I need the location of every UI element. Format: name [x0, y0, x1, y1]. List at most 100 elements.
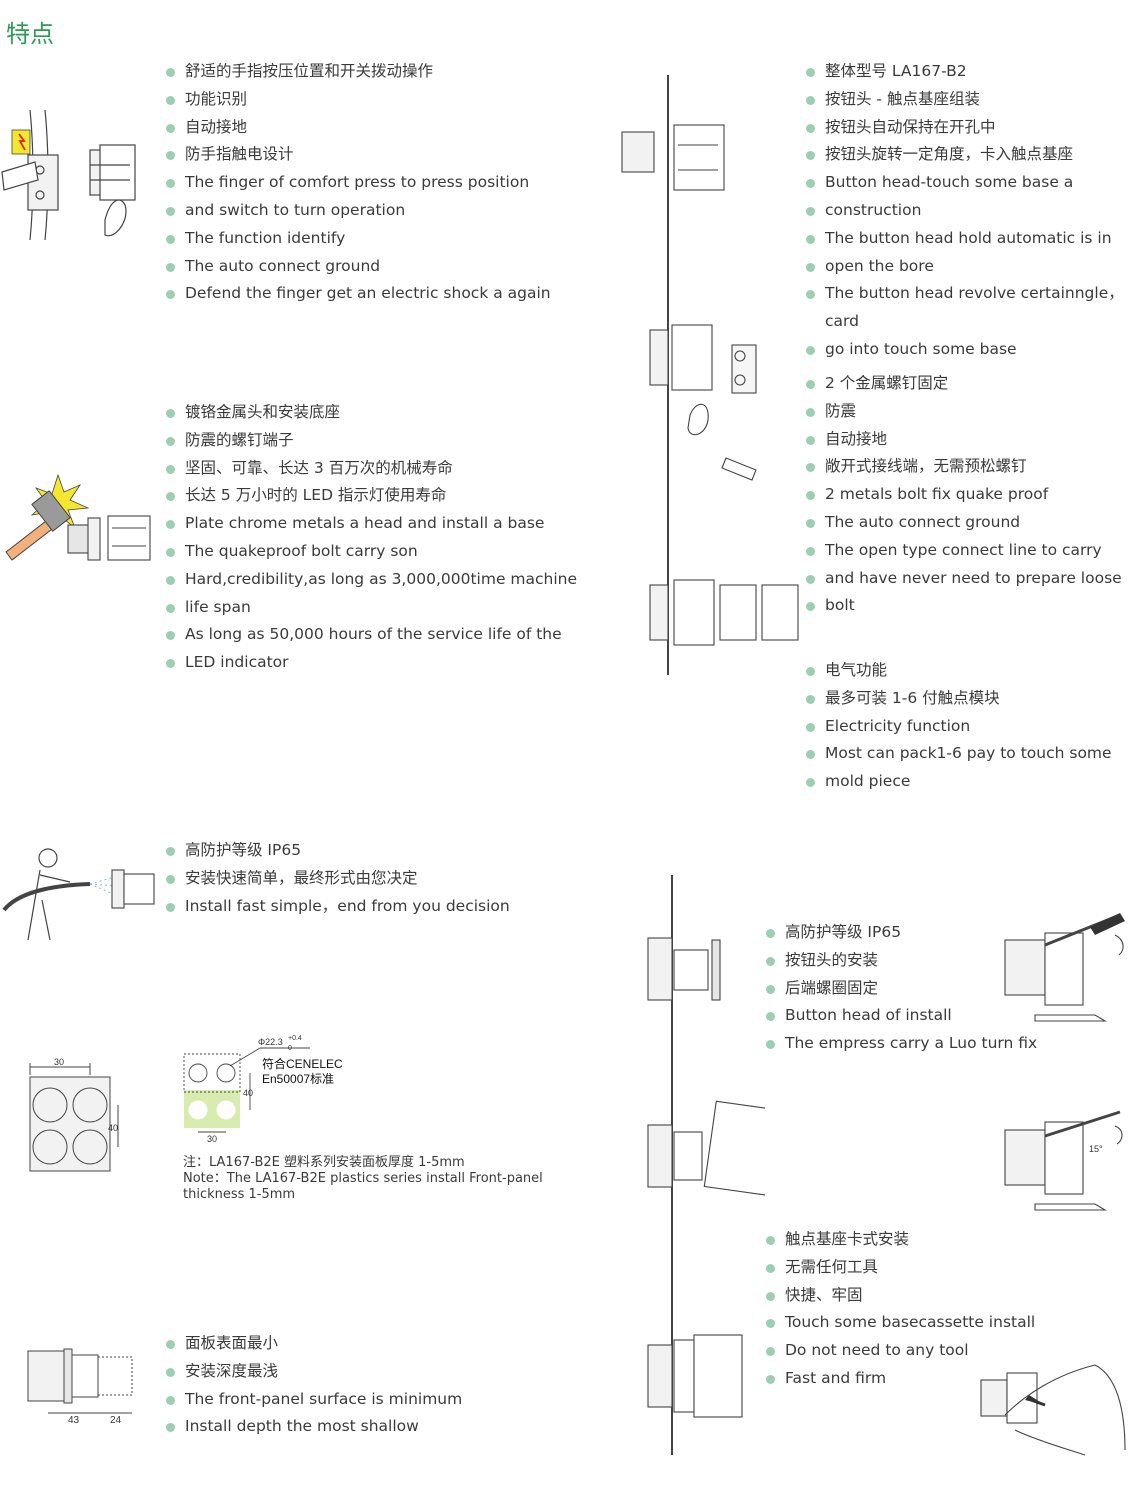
- dimension-label: 30: [207, 1134, 217, 1144]
- list-item: Most can pack1-6 pay to touch some: [805, 740, 1112, 768]
- dimension-label: +0.4: [288, 1035, 302, 1042]
- depth-side-drawing: 43 24: [27, 1348, 133, 1425]
- list-item: Do not need to any tool: [765, 1337, 1035, 1365]
- list-item: The quakeproof bolt carry son: [165, 538, 577, 566]
- dimension-label: 40: [108, 1123, 118, 1133]
- list-item: The open type connect line to carry: [805, 537, 1122, 565]
- list-item: The button head revolve certainngle，card: [805, 280, 1140, 336]
- list-item: 整体型号 LA167-B2: [805, 58, 1140, 86]
- water-spray-illustration: [2, 848, 155, 941]
- list-item: construction: [805, 197, 1140, 225]
- screwdriver-icon: [1090, 913, 1125, 935]
- dimension-label: 24: [110, 1415, 122, 1425]
- list-item: The function identify: [165, 225, 551, 253]
- list-item: 后端螺圈固定: [765, 975, 1037, 1003]
- list-item: LED indicator: [165, 649, 577, 677]
- rotate-install-illustration: 15°: [1004, 1110, 1123, 1211]
- list-item: Button head of install: [765, 1002, 1037, 1030]
- list-item: go into touch some base: [805, 336, 1140, 364]
- list-item: 电气功能: [805, 657, 1112, 685]
- dimension-label: Φ22.3: [258, 1037, 283, 1047]
- list-item: 2 metals bolt fix quake proof: [805, 481, 1122, 509]
- list-item: 无需任何工具: [765, 1254, 1035, 1282]
- list-item: Install fast simple，end from you decisio…: [165, 893, 510, 921]
- list-item: Button head-touch some base a: [805, 169, 1140, 197]
- list-item: 高防护等级 IP65: [165, 837, 510, 865]
- list-item: 按钮头旋转一定角度，卡入触点基座: [805, 141, 1140, 169]
- hammer-impact-illustration: [5, 473, 151, 561]
- list-item: 防震的螺钉端子: [165, 427, 577, 455]
- list-item: 按钮头 - 触点基座组装: [805, 86, 1140, 114]
- list-item: 安装快速简单，最终形式由您决定: [165, 865, 510, 893]
- list-item: 防手指触电设计: [165, 141, 551, 169]
- list-item: Install depth the most shallow: [165, 1413, 462, 1441]
- list-item: As long as 50,000 hours of the service l…: [165, 621, 577, 649]
- page-title: 特点: [6, 20, 54, 48]
- list-item: Defend the finger get an electric shock …: [165, 280, 551, 308]
- panel-cutout-drawing: Φ22.3 +0.4 0 符合CENELEC En50007标准 40 30: [183, 1035, 343, 1144]
- list-item: 安装深度最浅: [165, 1358, 462, 1386]
- list-item: life span: [165, 594, 577, 622]
- standard-label: 符合CENELEC: [262, 1056, 343, 1071]
- list-item: 坚固、可靠、长达 3 百万次的机械寿命: [165, 455, 577, 483]
- list-item: 2 个金属螺钉固定: [805, 370, 1122, 398]
- install-note: 注：LA167-B2E 塑料系列安装面板厚度 1-5mm Note：The LA…: [183, 1155, 583, 1203]
- list-item: Electricity function: [805, 713, 1112, 741]
- list-item: The auto connect ground: [165, 253, 551, 281]
- list-item: 功能识别: [165, 86, 551, 114]
- hand-install-illustration: [980, 1364, 1126, 1456]
- list-item: The auto connect ground: [805, 509, 1122, 537]
- angle-label: 15°: [1089, 1144, 1103, 1154]
- dimension-label: 40: [243, 1088, 253, 1098]
- list-item: mold piece: [805, 768, 1112, 796]
- list-item: open the bore: [805, 253, 1140, 281]
- list-item: 最多可装 1-6 付触点模块: [805, 685, 1112, 713]
- list-item: Plate chrome metals a head and install a…: [165, 510, 577, 538]
- warning-icon: [11, 129, 31, 155]
- list-item: 舒适的手指按压位置和开关拨动操作: [165, 58, 551, 86]
- note-en-1: Note：The LA167-B2E plastics series insta…: [183, 1171, 543, 1186]
- list-item: Touch some basecassette install: [765, 1309, 1035, 1337]
- assembly-diagram: [621, 75, 799, 675]
- list-item: 镀铬金属头和安装底座: [165, 399, 577, 427]
- list-item: The button head hold automatic is in: [805, 225, 1140, 253]
- finger-safe-illustration: [1, 110, 136, 241]
- list-item: 自动接地: [165, 114, 551, 142]
- list-item: Hard,credibility,as long as 3,000,000tim…: [165, 566, 577, 594]
- list-item: 敞开式接线端，无需预松螺钉: [805, 453, 1122, 481]
- list-item: 防震: [805, 398, 1122, 426]
- list-item: 快捷、牢固: [765, 1282, 1035, 1310]
- note-en-2: thickness 1-5mm: [183, 1187, 296, 1202]
- note-cn: 注：LA167-B2E 塑料系列安装面板厚度 1-5mm: [183, 1155, 465, 1170]
- list-item: Fast and firm: [765, 1365, 1035, 1393]
- list-item: 按钮头的安装: [765, 947, 1037, 975]
- list-item: 长达 5 万小时的 LED 指示灯使用寿命: [165, 482, 577, 510]
- dimension-label: 0: [288, 1045, 292, 1052]
- list-metal-head: 镀铬金属头和安装底座防震的螺钉端子坚固、可靠、长达 3 百万次的机械寿命长达 5…: [165, 399, 577, 677]
- list-item: bolt: [805, 592, 1122, 620]
- list-item: and switch to turn operation: [165, 197, 551, 225]
- hammer-icon: [5, 490, 71, 561]
- list-item: 触点基座卡式安装: [765, 1226, 1035, 1254]
- list-item: 自动接地: [805, 426, 1122, 454]
- front-dimension-drawing: 30 40: [29, 1057, 119, 1172]
- dimension-label: 30: [54, 1057, 64, 1067]
- list-item: The front-panel surface is minimum: [165, 1386, 462, 1414]
- list-item: The empress carry a Luo turn fix: [765, 1030, 1037, 1058]
- list-item: 按钮头自动保持在开孔中: [805, 114, 1140, 142]
- standard-label: En50007标准: [262, 1072, 334, 1086]
- installation-diagram: [647, 875, 765, 1455]
- list-item: The finger of comfort press to press pos…: [165, 169, 551, 197]
- screwdriver-install-illustration: [1004, 913, 1125, 1022]
- push-arrow-icon: [1025, 1395, 1046, 1407]
- list-item: and have never need to prepare loose: [805, 565, 1122, 593]
- list-item: 面板表面最小: [165, 1330, 462, 1358]
